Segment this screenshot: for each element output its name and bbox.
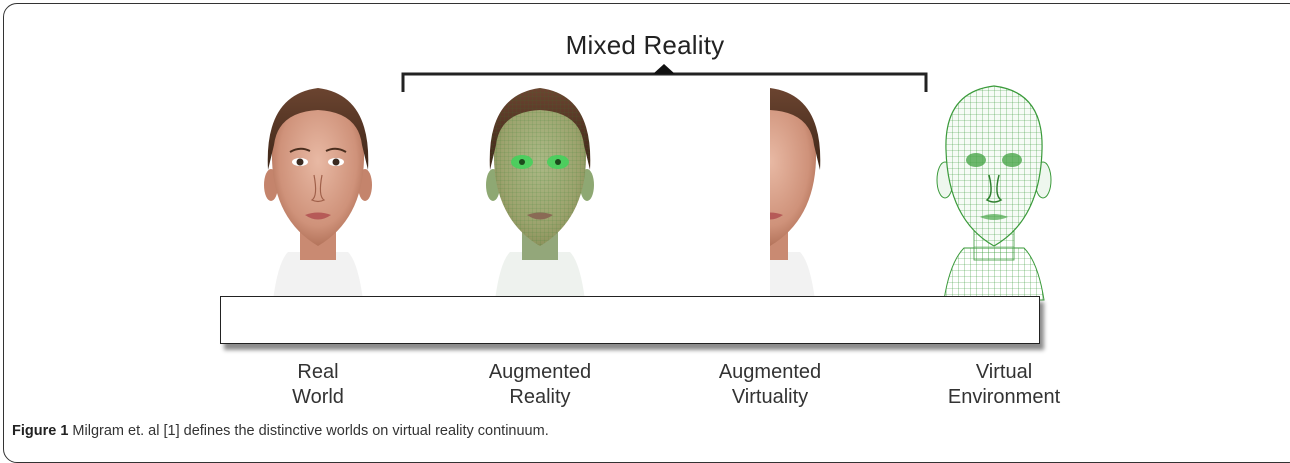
reality-continuum-bar — [220, 296, 1040, 344]
label-augmented-virtuality: Augmented Virtuality — [670, 360, 870, 410]
label-augmented-reality-line2: Reality — [509, 386, 571, 408]
label-augmented-reality-line1: Augmented — [488, 361, 592, 383]
label-virtual-environment-line2: Environment — [947, 386, 1061, 408]
label-virtual-environment-line1: Virtual — [975, 361, 1033, 383]
figure-caption-label: Figure 1 — [12, 423, 69, 439]
virtual-environment-face — [936, 85, 1052, 301]
augmented-virtuality-face — [770, 88, 821, 300]
label-real-world-line1: Real — [297, 361, 339, 383]
mixed-reality-title: Mixed Reality — [565, 30, 725, 60]
label-real-world-line2: World — [292, 386, 344, 408]
label-virtual-environment: Virtual Environment — [904, 360, 1104, 410]
figure-caption: Figure 1 Milgram et. al [1] defines the … — [12, 423, 549, 439]
reality-continuum-diagram — [264, 64, 1052, 301]
label-augmented-virtuality-line2: Virtuality — [731, 386, 809, 408]
figure-caption-text: Milgram et. al [1] defines the distincti… — [68, 423, 549, 439]
augmented-reality-face — [486, 88, 594, 300]
label-augmented-reality: Augmented Reality — [440, 360, 640, 410]
mixed-reality-bracket — [401, 64, 928, 92]
label-augmented-virtuality-line1: Augmented — [718, 361, 822, 383]
label-real-world: Real World — [218, 360, 418, 410]
real-world-face — [264, 88, 372, 300]
